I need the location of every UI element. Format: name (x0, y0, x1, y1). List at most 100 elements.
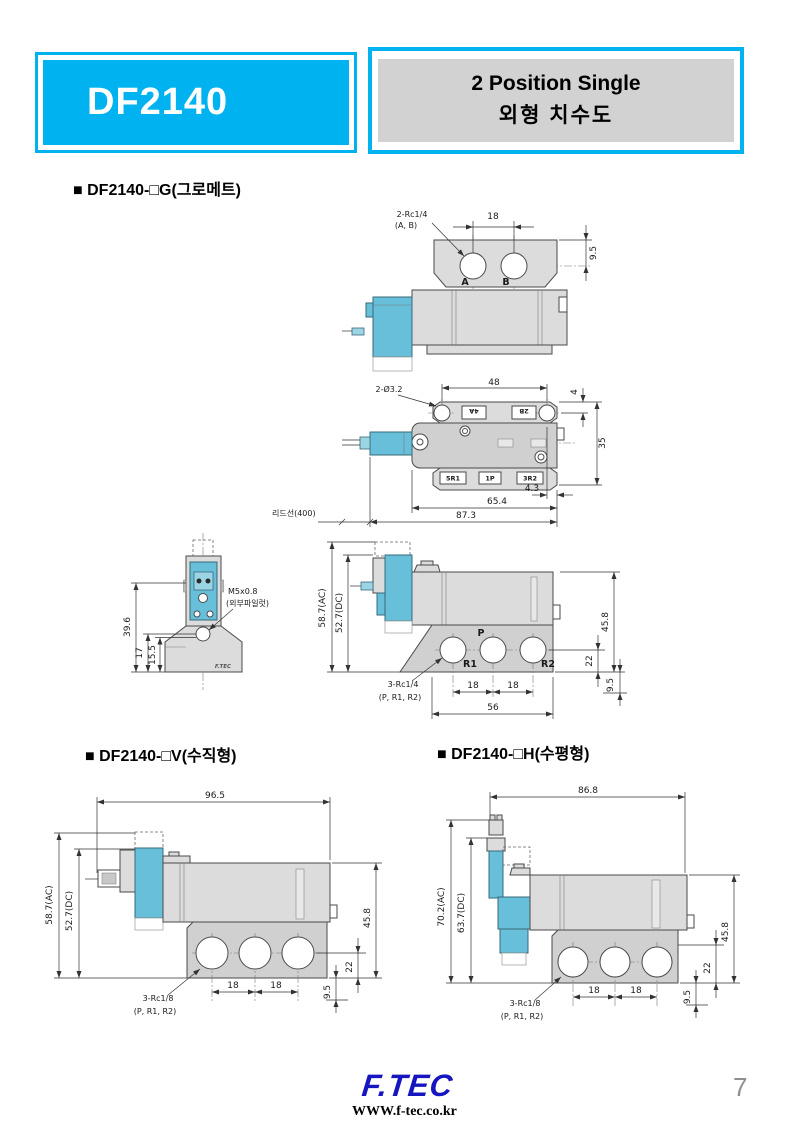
dim-port-bottom: 9.5 (683, 990, 693, 1004)
page-number: 7 (733, 1072, 748, 1102)
dim-height-ac: 58.7(AC) (45, 885, 55, 924)
dim-total-length: 87.3 (456, 511, 476, 521)
solenoid-front (189, 561, 218, 621)
g-front-view: P R1 R2 58.7(AC) 52.7(DC) 45.8 (318, 541, 627, 719)
port-b-label: B (502, 277, 509, 288)
dim-hole-edge: 4 (570, 389, 580, 395)
title-box-fill: 2 Position Single 외형 치수도 (378, 59, 734, 142)
pilot-port (195, 626, 211, 642)
port-p-circle (479, 636, 507, 664)
g-plan-view: 4A 2B 5R1 1P 3R2 2-Ø3.2 (272, 378, 608, 527)
port-circle (238, 936, 272, 970)
mount-hole-left (433, 404, 451, 422)
dim-body-height: 45.8 (721, 922, 731, 942)
g-side-view (342, 289, 568, 372)
dim-pitch-right: 18 (630, 986, 642, 996)
port-circle (599, 946, 631, 978)
port-thread-label-1: 2-Rc1/4 (397, 210, 428, 219)
mount-clip (558, 296, 568, 313)
h-type-drawing: 86.8 (437, 786, 740, 1021)
page-subtitle: 외형 치수도 (498, 104, 614, 127)
company-website: WWW.f-tec.co.kr (352, 1104, 457, 1119)
port-p-label: P (478, 628, 485, 639)
valve-body (529, 874, 688, 931)
dim-total-width: 86.8 (578, 786, 598, 796)
valve-top-block (433, 239, 558, 288)
dim-pitch-left: 18 (588, 986, 600, 996)
dim-pitch-left: 18 (467, 681, 479, 691)
dim-height-ac: 70.2(AC) (437, 887, 447, 926)
port-r2-label: R2 (541, 659, 555, 670)
thread-label-1: 3-Rc1/8 (143, 994, 174, 1003)
dim-pitch-left: 18 (227, 981, 239, 991)
valve-body (411, 571, 554, 626)
v-view: 96.5 (45, 791, 382, 1016)
lead-wire-label: 리드선(400) (272, 509, 316, 518)
tag-box-2b (511, 405, 537, 420)
top-port-plate (432, 401, 558, 424)
valve-body (411, 289, 568, 346)
g-top-view: A B 18 9.5 2-Rc1/4 (A, B) (395, 210, 599, 340)
port-circle (281, 936, 315, 970)
dim-pitch-right: 18 (270, 981, 282, 991)
g-end-drawing: F.TEC 39.6 17 15.5 M5x0.8 (외부파일럿) (123, 533, 269, 690)
company-logo: F.TEC (360, 1068, 456, 1103)
dim-port-bottom: 9.5 (606, 678, 616, 692)
dim-port-pitch: 18 (487, 212, 499, 222)
tag-3r2: 3R2 (523, 475, 537, 483)
dim-hole-to-edge: 4.3 (525, 484, 539, 494)
dim-height-dc: 52.7(DC) (65, 891, 75, 931)
mount-clip (686, 914, 695, 929)
solenoid (488, 850, 504, 899)
lead-wire-connector (351, 327, 365, 336)
hole-label: 2-Ø3.2 (376, 384, 403, 394)
tag-4a: 4A (469, 407, 479, 415)
tag-box-4a (461, 405, 487, 420)
g-front-drawing: P R1 R2 58.7(AC) 52.7(DC) 45.8 (318, 541, 627, 719)
solenoid (384, 554, 413, 622)
dim-height-dc: 52.7(DC) (335, 593, 345, 633)
v-type-drawing: 96.5 (45, 791, 382, 1016)
g-top-side-drawing: A B 18 9.5 2-Rc1/4 (A, B) (342, 210, 599, 372)
page-title: 2 Position Single (471, 72, 641, 95)
title-box: 2 Position Single 외형 치수도 (368, 47, 744, 154)
port-a-label: A (461, 277, 469, 288)
base-plate (426, 344, 553, 355)
port-circle (557, 946, 589, 978)
valve-body (162, 862, 331, 923)
port-r1-label: R1 (463, 659, 477, 670)
solenoid-plan (369, 431, 413, 456)
dim-port-center: 22 (345, 961, 355, 972)
thread-label-2: (P, R1, R2) (134, 1007, 177, 1016)
section-heading-grommet: ■ DF2140-□G(그로메트) (73, 182, 242, 199)
port-circle (641, 946, 673, 978)
g-plan-drawing: 4A 2B 5R1 1P 3R2 2-Ø3.2 (272, 378, 608, 527)
dim-port-center: 22 (585, 655, 595, 666)
solenoid (134, 847, 164, 919)
dim-port-height: 17 (135, 647, 145, 658)
port-a-circle (459, 252, 487, 280)
pilot-label-1: M5x0.8 (228, 587, 257, 596)
dim-total-height: 39.6 (123, 617, 133, 637)
mount-clip (329, 904, 338, 919)
dim-height-dc: 63.7(DC) (457, 893, 467, 933)
dim-port-center: 22 (703, 962, 713, 973)
thread-label-1: 3-Rc1/4 (388, 680, 419, 689)
mount-hole-right (538, 404, 556, 422)
model-box: DF2140 (35, 52, 357, 153)
section-heading-horizontal: ■ DF2140-□H(수평형) (437, 746, 590, 763)
dim-hole-pitch: 48 (488, 378, 500, 388)
dim-body-width: 35 (598, 437, 608, 448)
g-end-view: F.TEC 39.6 17 15.5 M5x0.8 (외부파일럿) (123, 533, 269, 690)
port-thread-label-2: (A, B) (395, 221, 417, 230)
thread-label-2: (P, R1, R2) (379, 693, 422, 702)
mount-clip (552, 604, 561, 620)
tag-1p: 1P (485, 475, 495, 483)
pilot-label-2: (외부파일럿) (226, 598, 269, 608)
port-r2-circle (519, 636, 547, 664)
dim-body-height: 45.8 (363, 908, 373, 928)
thread-label-1: 3-Rc1/8 (510, 999, 541, 1008)
model-name: DF2140 (87, 81, 229, 123)
dim-port-height2: 15.5 (148, 645, 158, 665)
